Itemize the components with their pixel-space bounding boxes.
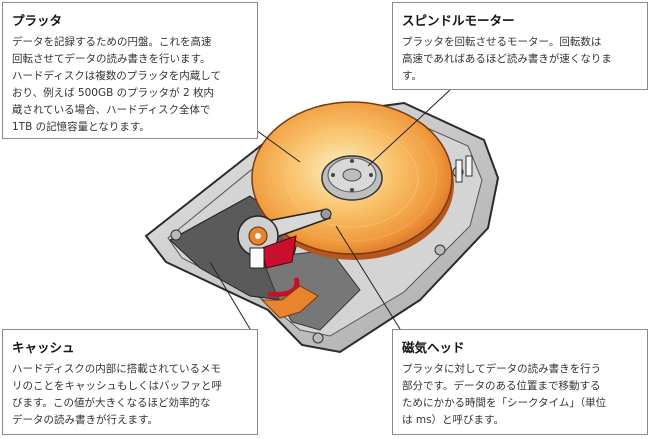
text-line: 1TB の記憶容量となります。 — [12, 121, 150, 133]
callout-head-text: プラッタに対してデータの読み書きを行う 部分です。データのある位置まで移動する … — [402, 361, 638, 429]
text-line: データを記録するための円盤。これを高速 — [12, 36, 212, 48]
callout-platter-title: プラッタ — [12, 13, 63, 28]
spindle-hub — [321, 155, 383, 201]
text-line: プラッタを回転させるモーター。回転数は — [402, 36, 602, 48]
flex-cable — [260, 285, 319, 319]
text-line: 回転させてデータの読み書きを行います。 — [12, 53, 211, 65]
callout-cache-text: ハードディスクの内部に搭載されているメモ リのことをキャッシュもしくはバッファと… — [12, 361, 248, 429]
head-cable — [249, 235, 300, 297]
callout-spindle-motor: スピンドルモーター プラッタを回転させるモーター。回転数は 高速であればあるほど… — [392, 2, 648, 90]
text-line: は ms）と呼びます。 — [402, 414, 504, 426]
text-line: ハードディスクは複数のプラッタを内蔵して — [12, 70, 221, 82]
text-line: 高速であればあるほど読み書きが速くなりま — [402, 53, 612, 65]
callout-cache: キャッシュ ハードディスクの内部に搭載されているメモ リのことをキャッシュもしく… — [2, 329, 258, 435]
callout-cache-title: キャッシュ — [12, 340, 75, 355]
callout-spindle-title: スピンドルモーター — [402, 13, 515, 28]
text-line: プラッタに対してデータの読み書きを行う — [402, 363, 602, 375]
leader-lines — [209, 89, 451, 330]
callout-magnetic-head: 磁気ヘッド プラッタに対してデータの読み書きを行う 部分です。データのある位置ま… — [392, 329, 648, 435]
text-line: ハードディスクの内部に搭載されているメモ — [12, 363, 221, 375]
text-line: びます。この値が大きくなるほど効率的な — [12, 397, 211, 409]
text-line: す。 — [402, 70, 422, 82]
text-line: ためにかかる時間を「シークタイム」（単位 — [402, 397, 607, 409]
callout-platter: プラッタ データを記録するための円盤。これを高速 回転させてデータの読み書きを行… — [2, 2, 258, 139]
callout-spindle-text: プラッタを回転させるモーター。回転数は 高速であればあるほど読み書きが速くなりま… — [402, 34, 638, 85]
text-line: 部分です。データのある位置まで移動する — [402, 380, 601, 392]
text-line: 蔵されている場合、ハードディスク全体で — [12, 104, 211, 116]
text-line: データの読み書きが行えます。 — [12, 414, 158, 426]
callout-head-title: 磁気ヘッド — [402, 340, 465, 355]
text-line: おり、例えば 500GB のプラッタが 2 枚内 — [12, 87, 214, 99]
text-line: リのことをキャッシュもしくはバッファと呼 — [12, 380, 222, 392]
callout-platter-text: データを記録するための円盤。これを高速 回転させてデータの読み書きを行います。 … — [12, 34, 248, 136]
